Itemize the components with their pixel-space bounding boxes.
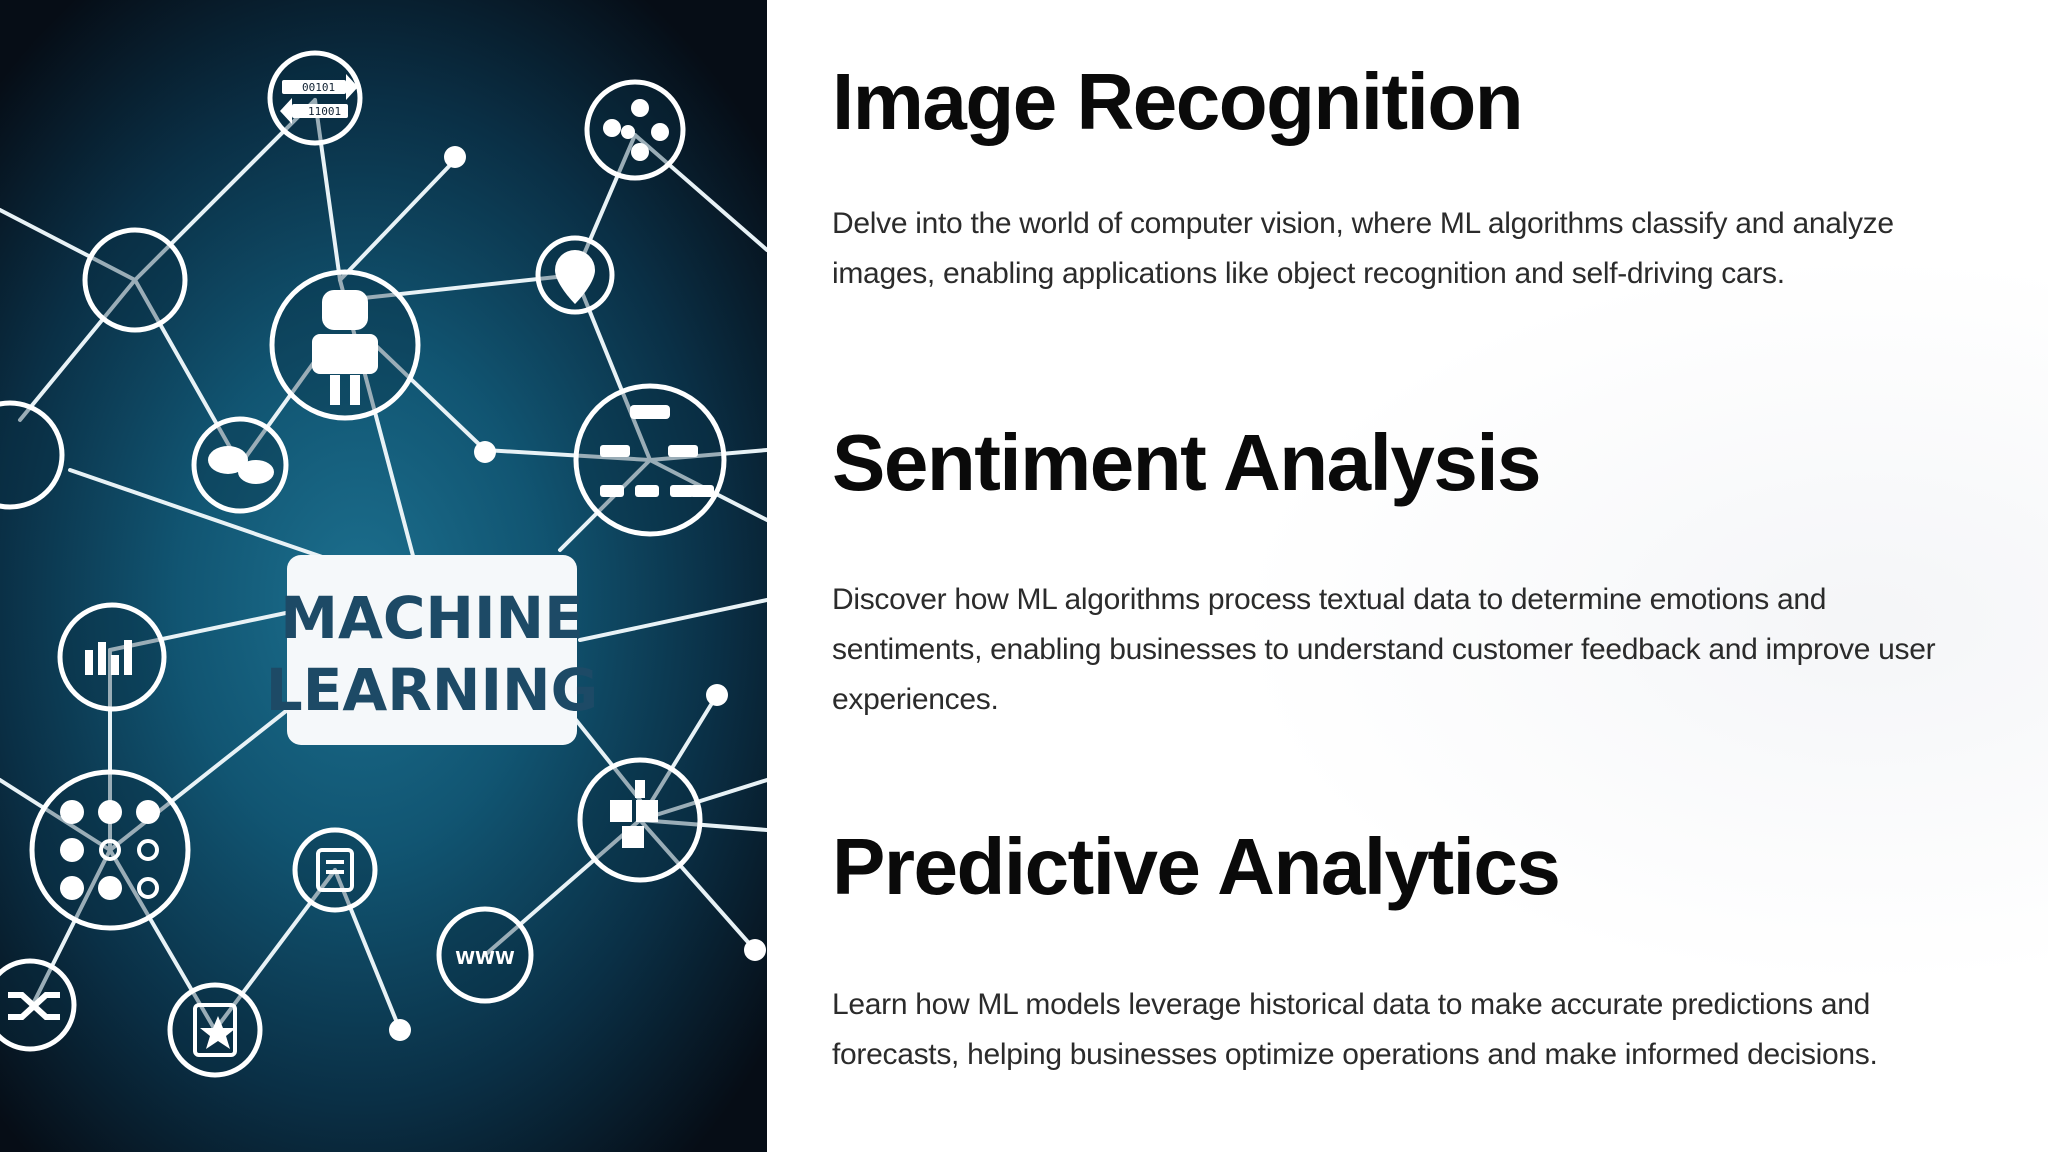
section-title-predictive-analytics: Predictive Analytics xyxy=(832,822,1561,911)
www-label: WWW xyxy=(455,948,515,969)
content-column: Image Recognition Delve into the world o… xyxy=(832,0,1972,1152)
section-body-predictive-analytics: Learn how ML models leverage historical … xyxy=(832,988,1878,1071)
machine-learning-illustration: 00101 11001 xyxy=(0,0,767,1152)
label-learning: LEARNING xyxy=(266,656,598,724)
central-label-card xyxy=(287,555,577,745)
binary-bottom: 11001 xyxy=(308,105,341,118)
section-body-image-recognition: Delve into the world of computer vision,… xyxy=(832,207,1894,290)
section-body-sentiment-analysis: Discover how ML algorithms process textu… xyxy=(832,583,1936,716)
section-title-sentiment-analysis: Sentiment Analysis xyxy=(832,418,1542,507)
network-diagram: 00101 11001 xyxy=(0,50,767,1078)
binary-top: 00101 xyxy=(302,81,335,94)
section-title-image-recognition: Image Recognition xyxy=(832,57,1524,146)
label-machine: MACHINE xyxy=(280,584,583,652)
